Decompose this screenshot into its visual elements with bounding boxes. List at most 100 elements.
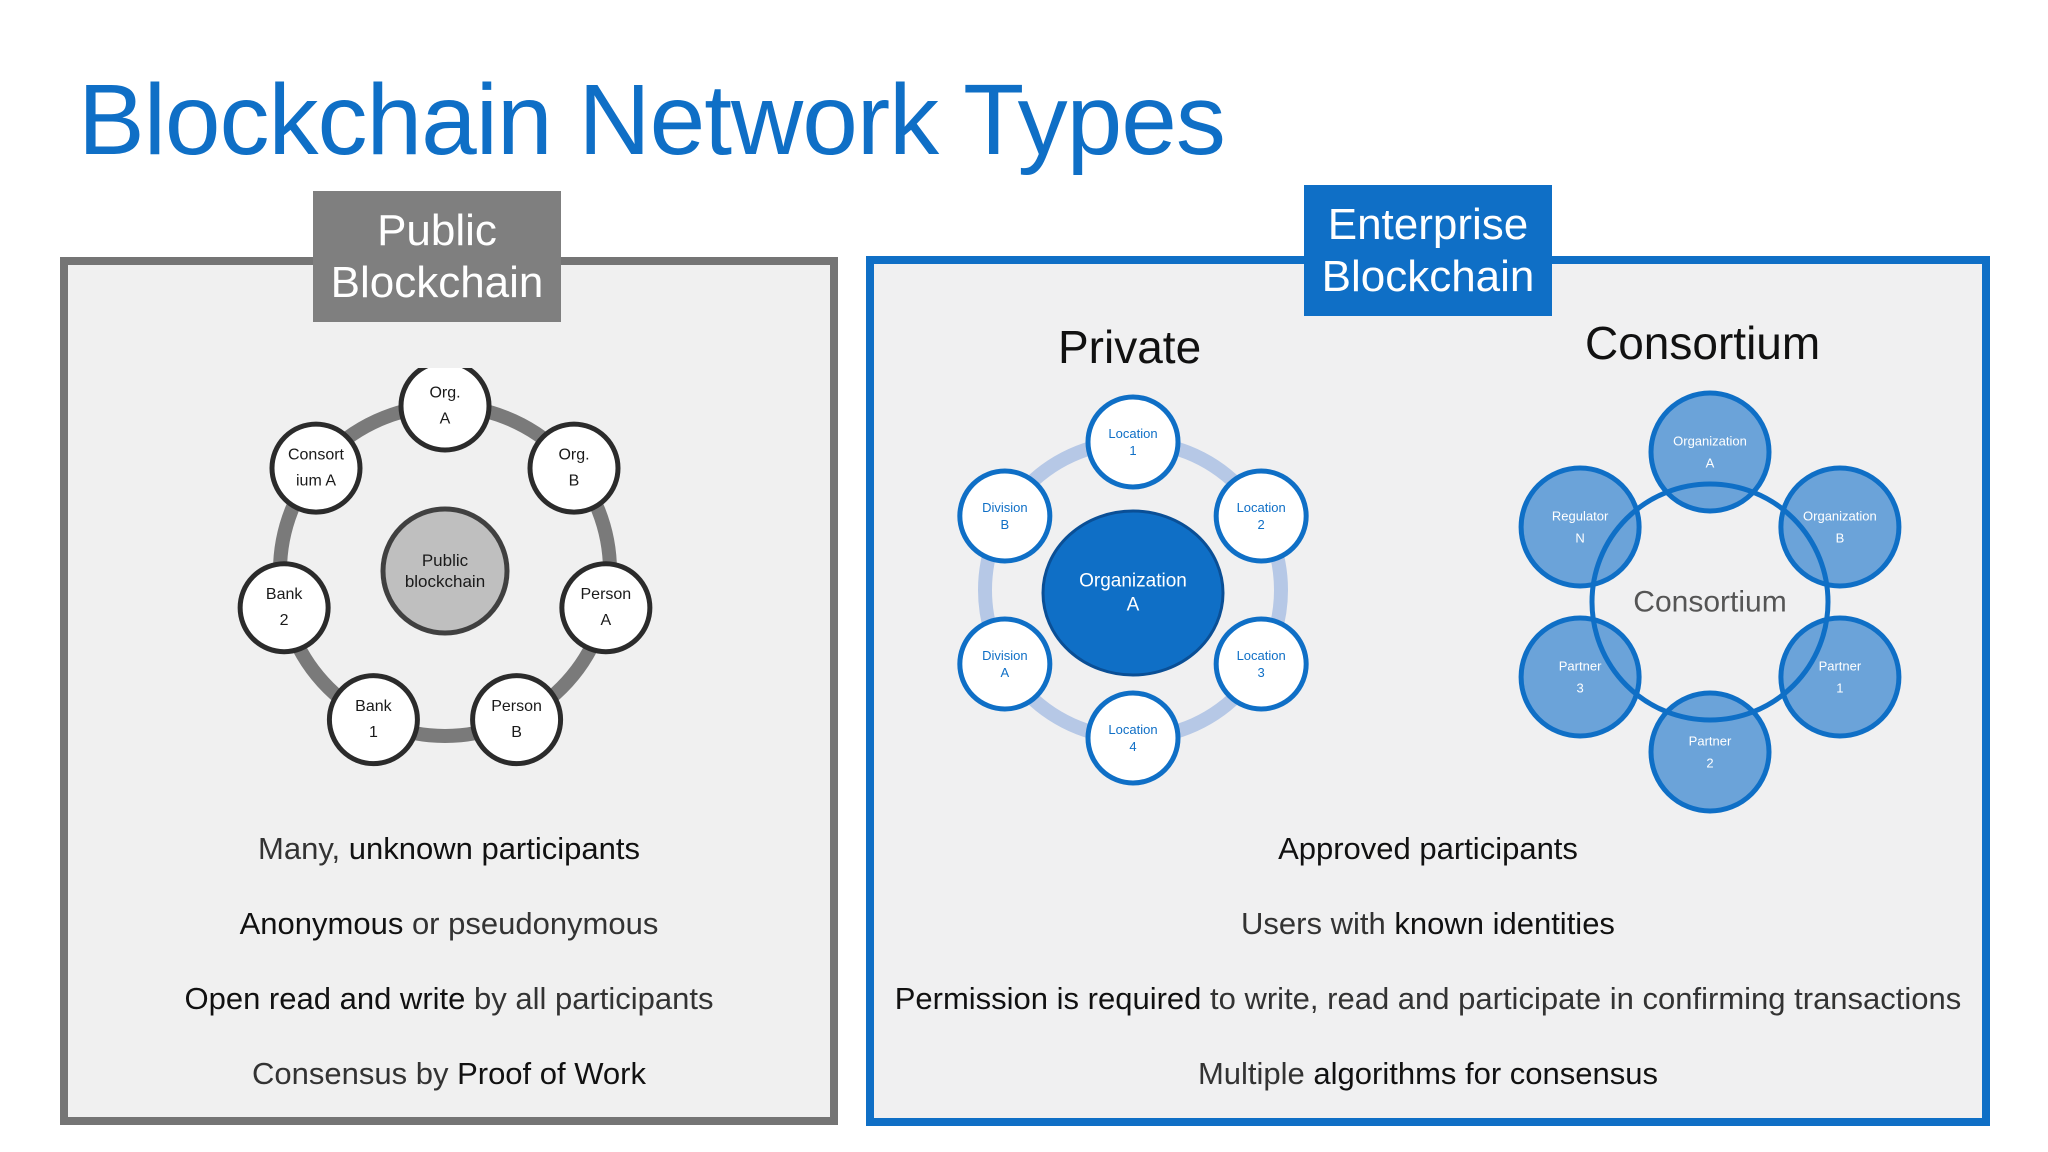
location-label: Division [982, 500, 1028, 515]
location-label: Location [1108, 722, 1157, 737]
organization-a-label: A [1127, 595, 1140, 616]
feature-emphasis: known identities [1394, 906, 1615, 941]
participant-node [237, 561, 331, 655]
participant-node [398, 368, 492, 453]
feature-line: Many, unknown participants [60, 825, 838, 900]
consortium-member-label: Partner [1559, 659, 1602, 674]
tag-line: Public [377, 206, 497, 255]
consortium-member-label: Organization [1673, 434, 1747, 449]
location-label: 4 [1129, 739, 1136, 754]
public-network-diagram: PublicblockchainOrg.AOrg.BPersonAPersonB… [237, 368, 653, 767]
participant-label: A [601, 612, 612, 629]
public-blockchain-label: blockchain [405, 572, 485, 591]
location-node [1213, 616, 1309, 712]
consortium-ring [1589, 481, 1831, 723]
participant-label: Consort [288, 447, 345, 464]
participant-label: 2 [280, 612, 289, 629]
location-label: 1 [1129, 443, 1136, 458]
feature-text: by all participants [465, 981, 714, 1016]
tag-line: Blockchain [330, 257, 544, 307]
participant-label: Bank [266, 586, 303, 603]
location-label: 3 [1258, 665, 1265, 680]
tag-line: Enterprise [1327, 200, 1529, 249]
page-title: Blockchain Network Types [78, 64, 1226, 176]
consortium-member-node [1778, 465, 1902, 589]
consortium-member-label: 2 [1706, 756, 1713, 771]
location-node [957, 468, 1053, 564]
participant-node [470, 673, 564, 767]
participant-label: Bank [355, 698, 392, 715]
consortium-member-label: Partner [1689, 734, 1732, 749]
location-label: Division [982, 648, 1028, 663]
feature-line: Approved participants [866, 825, 1990, 900]
location-node [957, 616, 1053, 712]
participant-label: ium A [296, 473, 336, 490]
consortium-member-node [1778, 615, 1902, 739]
location-label: A [1000, 665, 1009, 680]
public-blockchain-tag: Public Blockchain [313, 191, 561, 322]
consortium-center-label: Consortium [1633, 586, 1786, 619]
feature-text: Multiple [1197, 1056, 1314, 1091]
location-label: Location [1108, 426, 1157, 441]
feature-emphasis: Permission is required [894, 981, 1202, 1016]
consortium-member-label: Partner [1819, 659, 1862, 674]
enterprise-blockchain-tag: Enterprise Blockchain [1304, 185, 1552, 316]
public-blockchain-label: Public [422, 551, 469, 570]
feature-text: Users with [1241, 906, 1395, 941]
participant-label: A [440, 411, 451, 428]
feature-emphasis: Anonymous [239, 906, 404, 941]
consortium-member-node [1518, 615, 1642, 739]
consortium-member-label: A [1706, 456, 1715, 471]
participant-label: Person [581, 586, 632, 603]
feature-emphasis: Open read and write [184, 981, 466, 1016]
feature-emphasis: algorithms for consensus [1313, 1056, 1659, 1091]
private-heading: Private [1058, 321, 1202, 373]
participant-label: Org. [558, 447, 589, 464]
feature-line: Anonymous or pseudonymous [60, 900, 838, 975]
feature-text: or pseudonymous [403, 906, 659, 941]
consortium-heading: Consortium [1585, 317, 1821, 369]
participant-node [326, 673, 420, 767]
consortium-member-node [1518, 465, 1642, 589]
participant-label: B [569, 473, 580, 490]
organization-a-node [1041, 509, 1225, 677]
feature-text: to write, read and participate in confir… [1201, 981, 1962, 1016]
tag-line: Blockchain [1321, 251, 1535, 301]
location-node [1085, 394, 1181, 490]
public-blockchain-node [380, 506, 510, 636]
consortium-member-label: Organization [1803, 509, 1877, 524]
location-node [1213, 468, 1309, 564]
feature-line: Open read and write by all participants [60, 975, 838, 1050]
feature-emphasis: Approved participants [1278, 831, 1578, 866]
participant-label: B [511, 724, 522, 741]
location-label: B [1000, 517, 1009, 532]
organization-a-label: Organization [1079, 571, 1187, 592]
participant-label: 1 [369, 724, 378, 741]
participant-node [559, 561, 653, 655]
feature-text: Consensus by [252, 1056, 458, 1091]
participant-node [269, 421, 363, 515]
consortium-member-node [1648, 690, 1772, 814]
consortium-member-label: 1 [1836, 681, 1843, 696]
consortium-member-label: Regulator [1552, 509, 1609, 524]
consortium-member-label: B [1836, 531, 1845, 546]
feature-emphasis: Proof of Work [457, 1056, 646, 1091]
location-label: 2 [1258, 517, 1265, 532]
feature-text: Many, [258, 831, 349, 866]
consortium-member-node [1648, 390, 1772, 514]
location-label: Location [1237, 500, 1286, 515]
participant-label: Org. [429, 385, 460, 402]
location-label: Location [1237, 648, 1286, 663]
location-node [1085, 690, 1181, 786]
private-network-diagram: OrganizationALocation1Location2Location3… [957, 394, 1309, 786]
feature-line: Users with known identities [866, 900, 1990, 975]
consortium-member-label: 3 [1576, 681, 1583, 696]
consortium-member-label: N [1575, 531, 1584, 546]
participant-label: Person [491, 698, 542, 715]
feature-line: Permission is required to write, read an… [866, 975, 1990, 1050]
feature-line: Multiple algorithms for consensus [866, 1050, 1990, 1125]
participant-node [527, 421, 621, 515]
consortium-network-diagram: OrganizationAOrganizationBPartner1Partne… [1518, 390, 1902, 814]
